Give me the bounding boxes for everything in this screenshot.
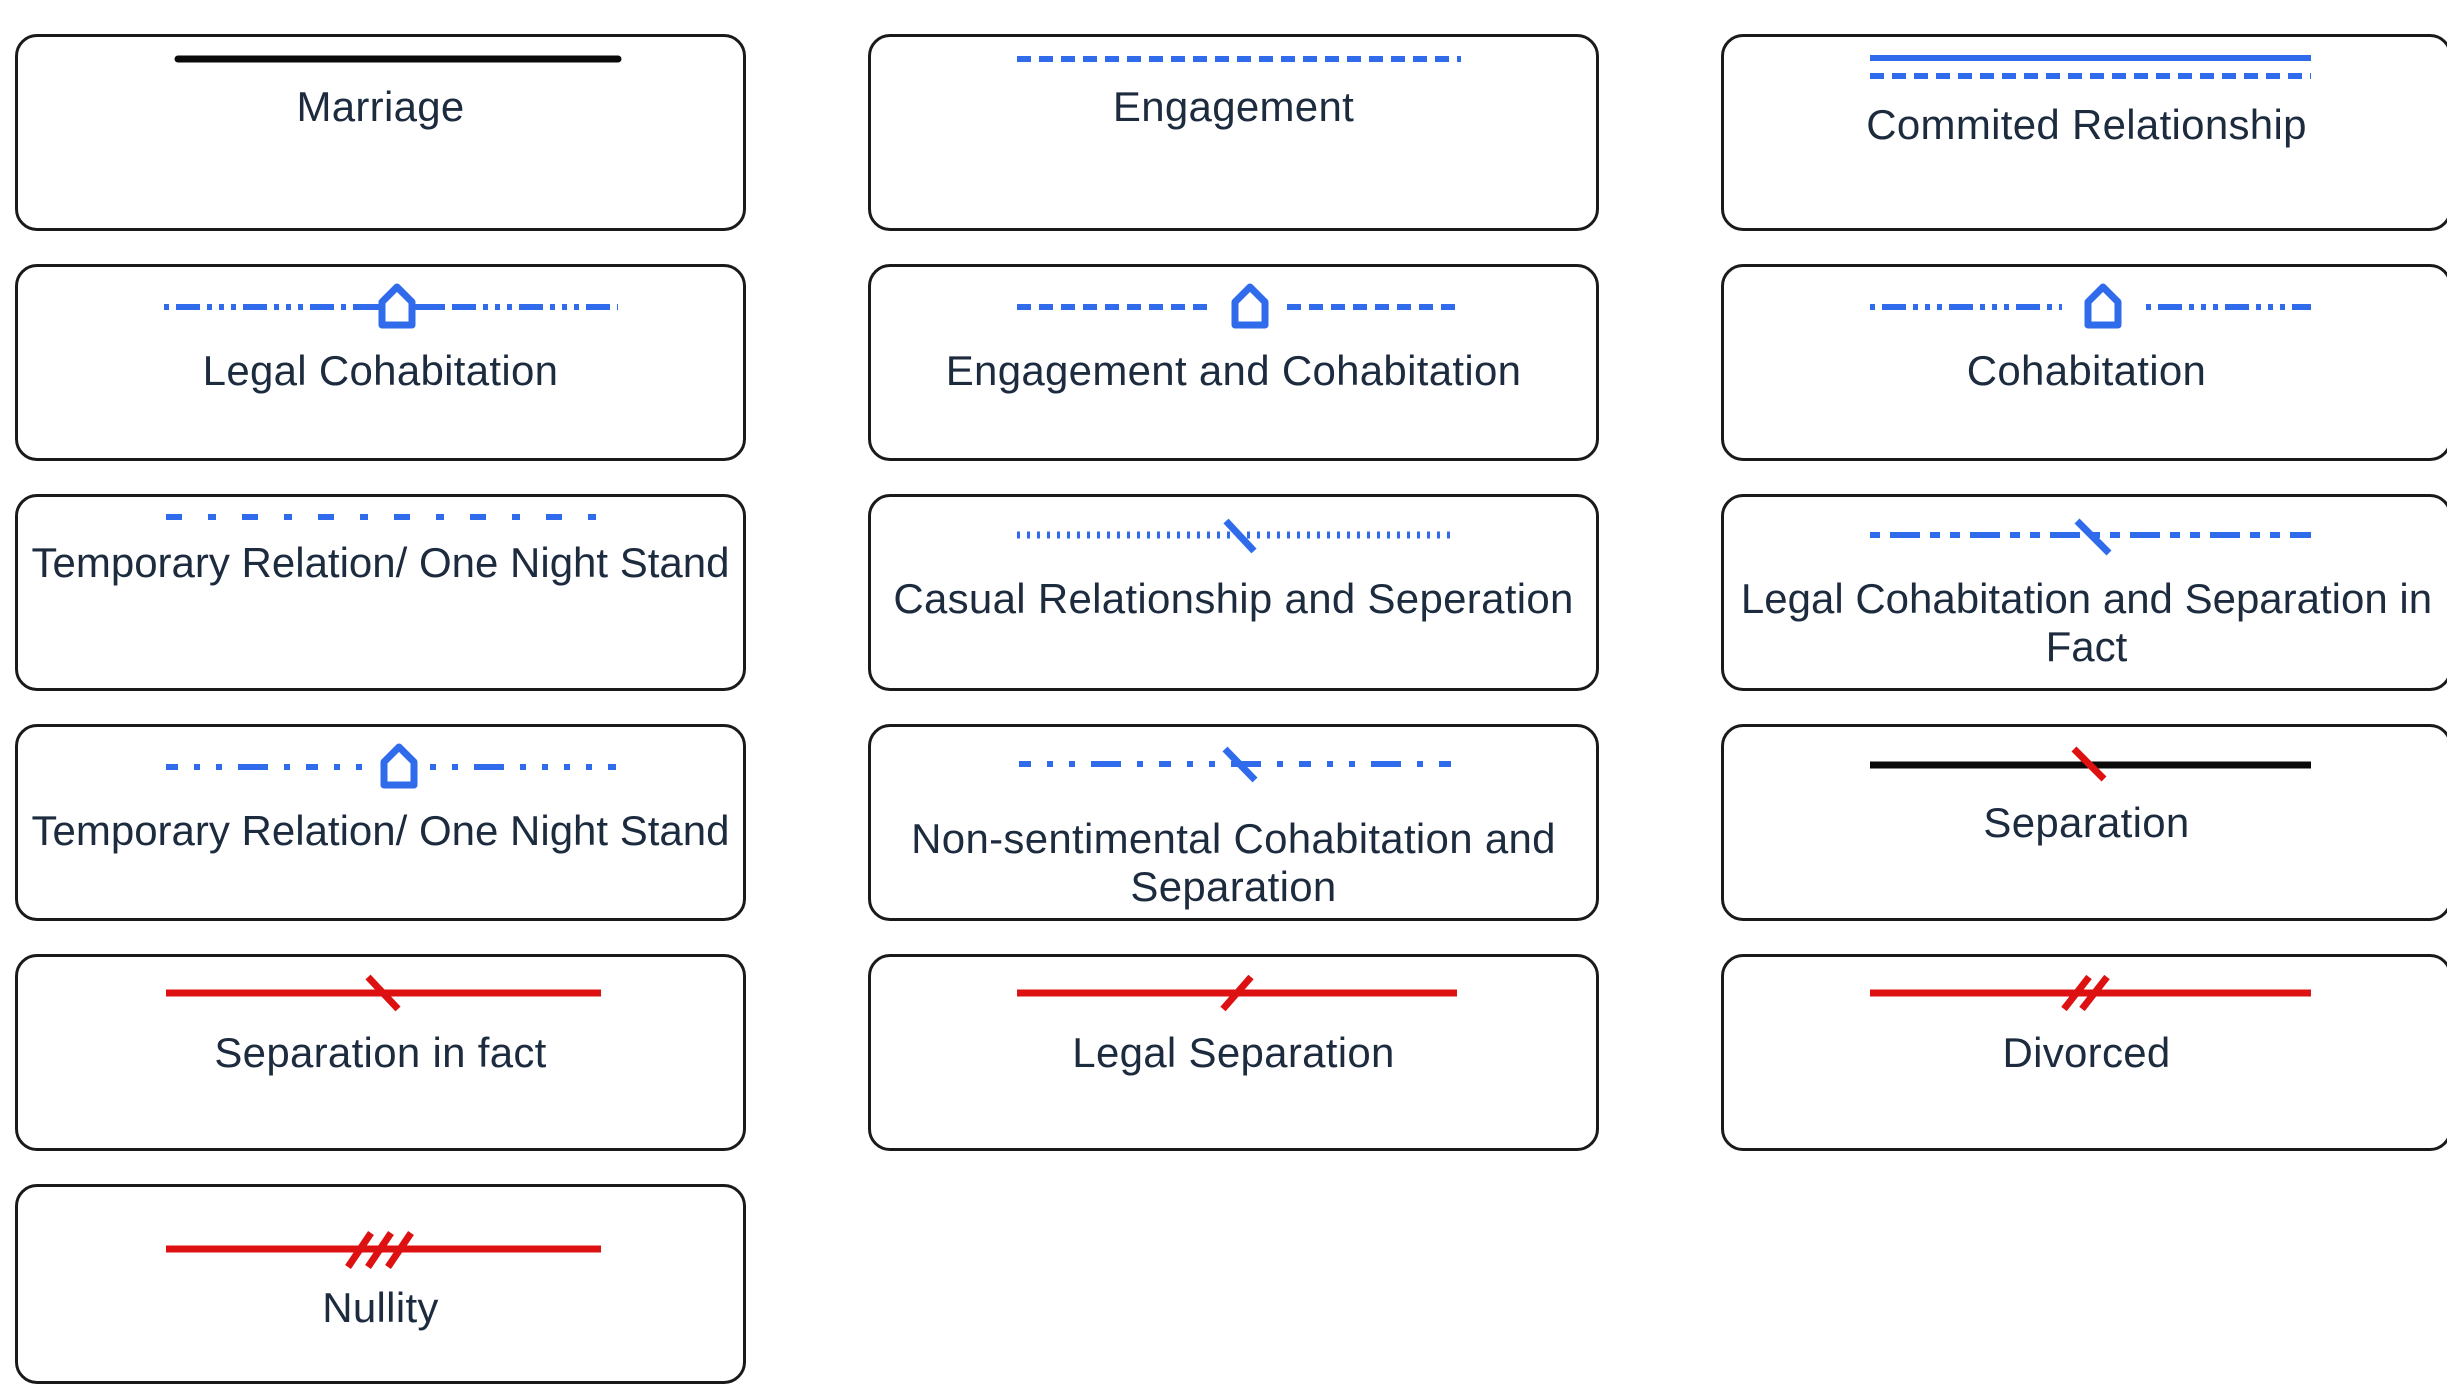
separation-in-fact-line-symbol — [166, 974, 601, 1012]
legend-card-engagement-and-cohabitation: Engagement and Cohabitation — [868, 264, 1599, 461]
legend-label: Cohabitation — [1966, 347, 2207, 394]
separation-slash-icon — [1222, 746, 1258, 783]
temporary-relation-cohabitation-line-symbol — [166, 743, 616, 789]
legend-card-marriage: Marriage — [15, 34, 746, 231]
backslash-icon — [365, 974, 401, 1012]
commited-relationship-line-symbol — [1870, 55, 2311, 79]
legend-label: Legal Separation — [1072, 1029, 1395, 1076]
legal-cohabitation-separation-line-symbol — [1870, 518, 2311, 556]
legend-card-legal-cohabitation-separation: Legal Cohabitation and Separation in Fac… — [1721, 494, 2447, 691]
casual-relationship-line-symbol — [1017, 518, 1457, 554]
legend-card-nullity: Nullity — [15, 1184, 746, 1384]
legal-cohabitation-line-symbol — [164, 283, 618, 329]
separation-line-symbol — [1870, 746, 2311, 782]
cohabitation-line-symbol — [1870, 283, 2311, 329]
legend-card-temporary-relation: Temporary Relation/ One Night Stand — [15, 494, 746, 691]
legend-card-commited-relationship: Commited Relationship — [1721, 34, 2447, 231]
engagement-line-symbol — [1017, 56, 1461, 62]
legend-card-legal-separation: Legal Separation — [868, 954, 1599, 1151]
house-icon — [1231, 283, 1269, 329]
house-icon — [2084, 283, 2122, 329]
triple-slash-icon — [345, 1231, 414, 1269]
legend-card-divorced: Divorced — [1721, 954, 2447, 1151]
legend-card-casual-relationship-separation: Casual Relationship and Seperation — [868, 494, 1599, 691]
legend-label: Marriage — [296, 83, 465, 130]
legend-label: Engagement — [1112, 83, 1355, 130]
legend-card-cohabitation: Cohabitation — [1721, 264, 2447, 461]
double-slash-icon — [2061, 974, 2110, 1012]
legend-card-non-sentimental-cohabitation: Non-sentimental Cohabitation and Separat… — [868, 724, 1599, 921]
separation-slash-icon — [2074, 518, 2112, 556]
legend-label: Separation in fact — [214, 1029, 547, 1076]
legend-card-temporary-relation-cohabitation: Temporary Relation/ One Night Stand — [15, 724, 746, 921]
house-icon — [380, 743, 418, 789]
legend-label: Separation — [1983, 799, 2190, 846]
legend-label: Casual Relationship and Seperation — [893, 575, 1574, 622]
legend-label: Engagement and Cohabitation — [945, 347, 1522, 394]
red-slash-icon — [2071, 746, 2107, 782]
legend-label: Nullity — [322, 1284, 439, 1331]
legend-label: Commited Relationship — [1866, 101, 2307, 148]
marriage-line-symbol — [174, 55, 622, 63]
legal-separation-line-symbol — [1017, 974, 1457, 1012]
legend-card-separation-in-fact: Separation in fact — [15, 954, 746, 1151]
legend-label: Divorced — [2002, 1029, 2171, 1076]
legend-label: Legal Cohabitation and Separation in Fac… — [1740, 575, 2433, 670]
legend-label: Temporary Relation/ One Night Stand — [31, 539, 730, 586]
legend-card-separation: Separation — [1721, 724, 2447, 921]
legend-label: Temporary Relation/ One Night Stand — [31, 807, 730, 854]
divorced-line-symbol — [1870, 974, 2311, 1012]
non-sentimental-cohabitation-line-symbol — [1019, 746, 1459, 783]
nullity-line-symbol — [166, 1231, 601, 1269]
separation-slash-icon — [1223, 518, 1257, 554]
legend-label: Legal Cohabitation — [202, 347, 559, 394]
forward-slash-icon — [1220, 974, 1254, 1012]
legend-label: Non-sentimental Cohabitation and Separat… — [911, 815, 1556, 910]
engagement-cohabitation-line-symbol — [1017, 283, 1461, 329]
legend-card-legal-cohabitation: Legal Cohabitation — [15, 264, 746, 461]
legend-card-engagement: Engagement — [868, 34, 1599, 231]
house-icon — [378, 283, 416, 329]
